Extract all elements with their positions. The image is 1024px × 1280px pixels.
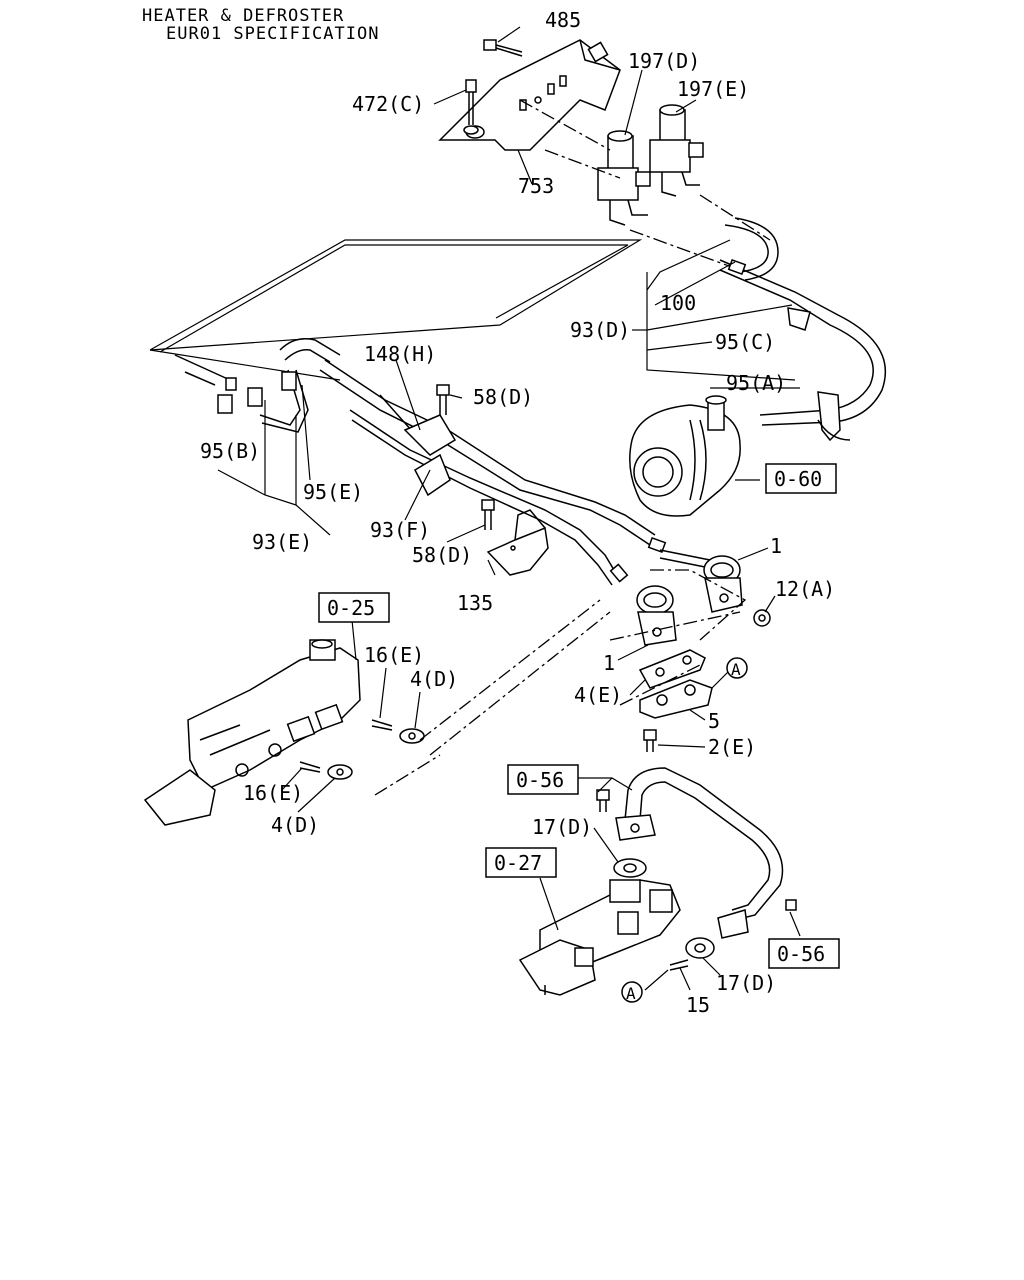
label-58d-lower: 58(D) — [412, 543, 472, 567]
label-58d-upper: 58(D) — [473, 385, 533, 409]
exhaust-manifold-025 — [143, 639, 361, 826]
svg-text:0-60: 0-60 — [774, 467, 822, 491]
gasket-4d-lower — [327, 764, 353, 780]
svg-text:A: A — [731, 660, 741, 679]
marker-a-upper: A — [726, 657, 748, 679]
vacuum-pipe-left — [174, 338, 341, 433]
guide-line — [374, 754, 441, 796]
ref-box-060[interactable]: 0-60 — [765, 463, 837, 494]
egr-adapter-5 — [639, 679, 713, 719]
svg-text:0-25: 0-25 — [327, 596, 375, 620]
stud-16e-lower — [299, 761, 321, 773]
stud-16e-upper — [371, 719, 393, 731]
vacuum-valve-197d — [597, 130, 651, 226]
label-485: 485 — [545, 8, 581, 32]
guide-line — [629, 229, 741, 271]
ref-box-025[interactable]: 0-25 — [318, 592, 390, 623]
guide-line — [544, 149, 621, 179]
diagram-title-line1: HEATER & DEFROSTER — [142, 6, 344, 26]
gasket-4e — [638, 649, 706, 689]
label-95a: 95(A) — [726, 371, 786, 395]
stud-15 — [669, 959, 689, 971]
svg-text:0-27: 0-27 — [494, 851, 542, 875]
label-148h: 148(H) — [364, 342, 436, 366]
guide-line — [619, 664, 701, 706]
marker-a-lower: A — [621, 981, 643, 1003]
ref-box-056-bottom[interactable]: 0-56 — [768, 938, 840, 969]
label-100: 100 — [660, 291, 696, 315]
label-95e: 95(E) — [303, 480, 363, 504]
turbocharger-unit — [629, 395, 741, 517]
guide-line — [650, 569, 747, 641]
guide-line — [609, 611, 741, 641]
guide-line — [519, 99, 611, 151]
bolt-472c — [463, 79, 479, 135]
vacuum-valve-197e — [649, 104, 704, 197]
exhaust-manifold-027 — [518, 879, 681, 996]
gasket-4d-upper — [399, 728, 425, 744]
egr-valve-lower — [636, 585, 677, 646]
bolt-58d-upper — [436, 384, 450, 415]
vacuum-hose-right — [719, 217, 887, 442]
label-197e: 197(E) — [677, 77, 749, 101]
label-4e: 4(E) — [574, 683, 622, 707]
bolt-2e — [643, 729, 657, 752]
ref-box-027[interactable]: 0-27 — [485, 847, 557, 878]
label-135: 135 — [457, 591, 493, 615]
label-4d-upper: 4(D) — [410, 667, 458, 691]
label-17d-upper: 17(D) — [532, 815, 592, 839]
guide-line — [699, 194, 771, 241]
bolt-58d-lower — [481, 499, 495, 530]
label-93f: 93(F) — [370, 518, 430, 542]
label-753: 753 — [518, 174, 554, 198]
label-12a: 12(A) — [775, 577, 835, 601]
bolt-056-top — [596, 789, 610, 812]
label-16e-lower: 16(E) — [243, 781, 303, 805]
hose-routing-frame — [149, 239, 643, 381]
svg-text:0-56: 0-56 — [516, 768, 564, 792]
label-1-upper: 1 — [770, 534, 782, 558]
guide-line — [429, 611, 611, 756]
egr-valve-upper — [703, 555, 743, 613]
label-472c: 472(C) — [352, 92, 424, 116]
label-197d: 197(D) — [628, 49, 700, 73]
egr-pipe-056 — [615, 767, 784, 939]
label-15: 15 — [686, 993, 710, 1017]
ref-box-056-top[interactable]: 0-56 — [507, 764, 579, 795]
label-16e-upper: 16(E) — [364, 643, 424, 667]
bracket-135 — [486, 509, 549, 576]
label-2e: 2(E) — [708, 735, 756, 759]
label-1-lower: 1 — [603, 651, 615, 675]
svg-text:0-56: 0-56 — [777, 942, 825, 966]
bolt-485 — [483, 39, 523, 57]
nut-12a — [753, 609, 771, 627]
svg-text:A: A — [626, 984, 636, 1003]
gasket-17d-upper — [613, 858, 647, 878]
vacuum-pipe-main — [319, 359, 711, 586]
label-93d: 93(D) — [570, 318, 630, 342]
label-95c: 95(C) — [715, 330, 775, 354]
label-95b: 95(B) — [200, 439, 260, 463]
bolt-056-bottom — [785, 899, 797, 911]
label-17d-lower: 17(D) — [716, 971, 776, 995]
leader-lines — [217, 26, 801, 991]
diagram-title-line2: EUR01 SPECIFICATION — [166, 24, 379, 44]
label-5: 5 — [708, 709, 720, 733]
gasket-17d-lower — [685, 937, 715, 959]
guide-line — [419, 599, 601, 741]
label-4d-lower: 4(D) — [271, 813, 319, 837]
label-93e: 93(E) — [252, 530, 312, 554]
